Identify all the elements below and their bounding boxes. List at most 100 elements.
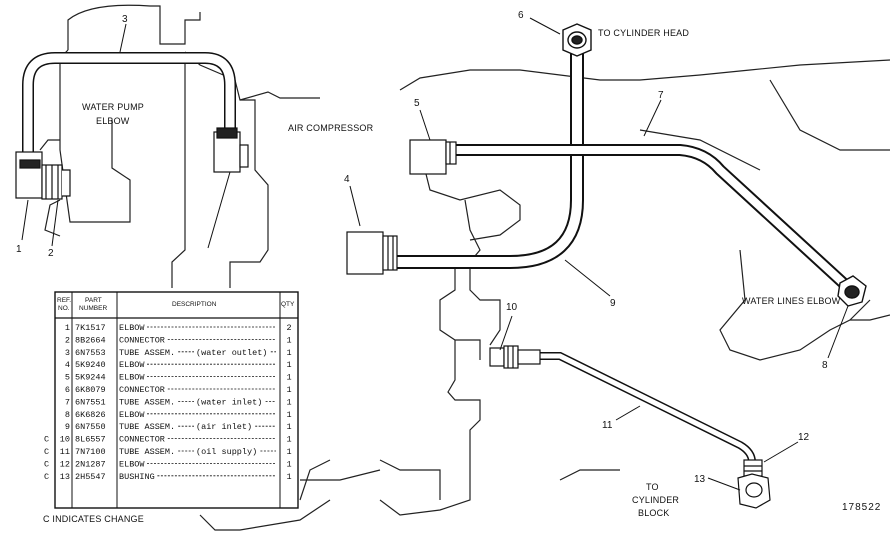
elbow-8 <box>837 275 867 307</box>
table-cell-qty: 1 <box>286 435 291 445</box>
table-cell-ref: 5 <box>65 373 70 383</box>
callout-8: 8 <box>822 360 828 371</box>
elbow-5 <box>409 139 457 175</box>
table-cell-description: ELBOW <box>119 459 145 469</box>
label-water-pump-elbow: ELBOW <box>96 116 130 126</box>
table-cell-description: TUBE ASSEM. <box>119 422 175 432</box>
table-cell-note: (water outlet) <box>196 348 267 358</box>
table-header-ref-no: NO. <box>58 305 70 312</box>
table-cell-part: 8B2664 <box>75 335 106 345</box>
table-cell-ref: 11 <box>60 447 70 457</box>
table-cell-description: ELBOW <box>119 410 145 420</box>
table-cell-ref: 7 <box>65 397 70 407</box>
table-cell-description: ELBOW <box>119 323 145 333</box>
callout-5: 5 <box>414 98 420 109</box>
table-cell-ref: 8 <box>65 410 70 420</box>
parts-table: REF. NO. PART NUMBER DESCRIPTION QTY 1 7K… <box>44 291 299 509</box>
label-block: BLOCK <box>638 508 670 518</box>
table-cell-qty: 1 <box>286 459 291 469</box>
callout-6: 6 <box>518 10 524 21</box>
leader-lines <box>21 17 849 491</box>
table-cell-ref: 12 <box>60 459 70 469</box>
label-water-pump: WATER PUMP <box>82 102 144 112</box>
callout-13: 13 <box>694 474 706 485</box>
tube-assem-oil-supply <box>540 352 756 463</box>
callout-9: 9 <box>610 298 616 309</box>
table-cell-qty: 1 <box>286 385 291 395</box>
table-cell-change: C <box>44 459 49 469</box>
table-cell-description: BUSHING <box>119 472 155 482</box>
elbow-right <box>213 127 249 173</box>
table-cell-qty: 1 <box>286 447 291 457</box>
callout-11: 11 <box>602 420 613 431</box>
label-to-cylinder-head: TO CYLINDER HEAD <box>598 28 689 38</box>
table-cell-part: 5K9244 <box>75 373 106 383</box>
table-cell-ref: 2 <box>65 335 70 345</box>
table-cell-part: 5K9240 <box>75 360 106 370</box>
tube-assem-water-outlet <box>22 52 236 160</box>
callout-10: 10 <box>506 302 518 313</box>
connector-6 <box>562 23 592 57</box>
table-cell-note: (water inlet) <box>196 397 262 407</box>
table-cell-description: CONNECTOR <box>119 385 165 395</box>
table-cell-ref: 4 <box>65 360 70 370</box>
table-cell-qty: 1 <box>286 410 291 420</box>
drawing-number: 178522 <box>842 502 881 513</box>
table-cell-qty: 1 <box>286 472 291 482</box>
table-header-part-number: NUMBER <box>79 305 107 312</box>
table-header-qty: QTY <box>281 301 295 308</box>
table-cell-qty: 1 <box>286 373 291 383</box>
callout-4: 4 <box>344 174 350 185</box>
label-water-lines-elbow: WATER LINES ELBOW <box>742 296 841 306</box>
callout-3: 3 <box>122 14 128 25</box>
label-cylinder: CYLINDER <box>632 495 679 505</box>
table-cell-change: C <box>44 447 49 457</box>
table-cell-ref: 13 <box>60 472 70 482</box>
table-cell-part: 6N7553 <box>75 348 106 358</box>
table-cell-part: 6N7550 <box>75 422 106 432</box>
table-cell-qty: 1 <box>286 348 291 358</box>
table-header-part: PART <box>85 297 102 304</box>
table-cell-part: 2H5547 <box>75 472 106 482</box>
table-header-description: DESCRIPTION <box>172 301 217 308</box>
label-air-compressor: AIR COMPRESSOR <box>288 123 374 133</box>
table-cell-qty: 1 <box>286 360 291 370</box>
table-cell-qty: 1 <box>286 335 291 345</box>
table-cell-ref: 9 <box>65 422 70 432</box>
table-cell-part: 6K6826 <box>75 410 106 420</box>
elbow-left <box>15 151 71 200</box>
table-cell-part: 2N1287 <box>75 459 106 469</box>
table-cell-part: 6N7551 <box>75 397 106 407</box>
table-cell-description: TUBE ASSEM. <box>119 348 175 358</box>
table-cell-part: 7K1517 <box>75 323 106 333</box>
table-header-ref: REF. <box>57 297 71 304</box>
table-cell-ref: 3 <box>65 348 70 358</box>
label-indicates-change: C INDICATES CHANGE <box>43 514 144 524</box>
table-cell-description: TUBE ASSEM. <box>119 397 175 407</box>
table-cell-description: CONNECTOR <box>119 435 165 445</box>
table-cell-qty: 1 <box>286 397 291 407</box>
elbow-12 <box>743 459 763 477</box>
table-cell-description: ELBOW <box>119 360 145 370</box>
bushing-13 <box>737 473 771 509</box>
table-cell-change: C <box>44 435 49 445</box>
table-cell-note: (air inlet) <box>196 422 252 432</box>
tube-assem-water-inlet <box>450 144 858 297</box>
label-to: TO <box>646 482 659 492</box>
callout-12: 12 <box>798 432 810 443</box>
table-cell-ref: 6 <box>65 385 70 395</box>
table-cell-change: C <box>44 472 49 482</box>
callout-7: 7 <box>658 90 664 101</box>
table-cell-description: CONNECTOR <box>119 335 165 345</box>
engine-outline <box>39 4 890 531</box>
tube-assem-air-inlet <box>395 42 584 269</box>
callout-1: 1 <box>16 244 22 255</box>
callout-2: 2 <box>48 248 54 259</box>
elbow-4 <box>346 231 398 275</box>
table-cell-qty: 1 <box>286 422 291 432</box>
table-cell-part: 6K8079 <box>75 385 106 395</box>
connector-10 <box>489 345 541 369</box>
table-cell-ref: 1 <box>65 323 70 333</box>
